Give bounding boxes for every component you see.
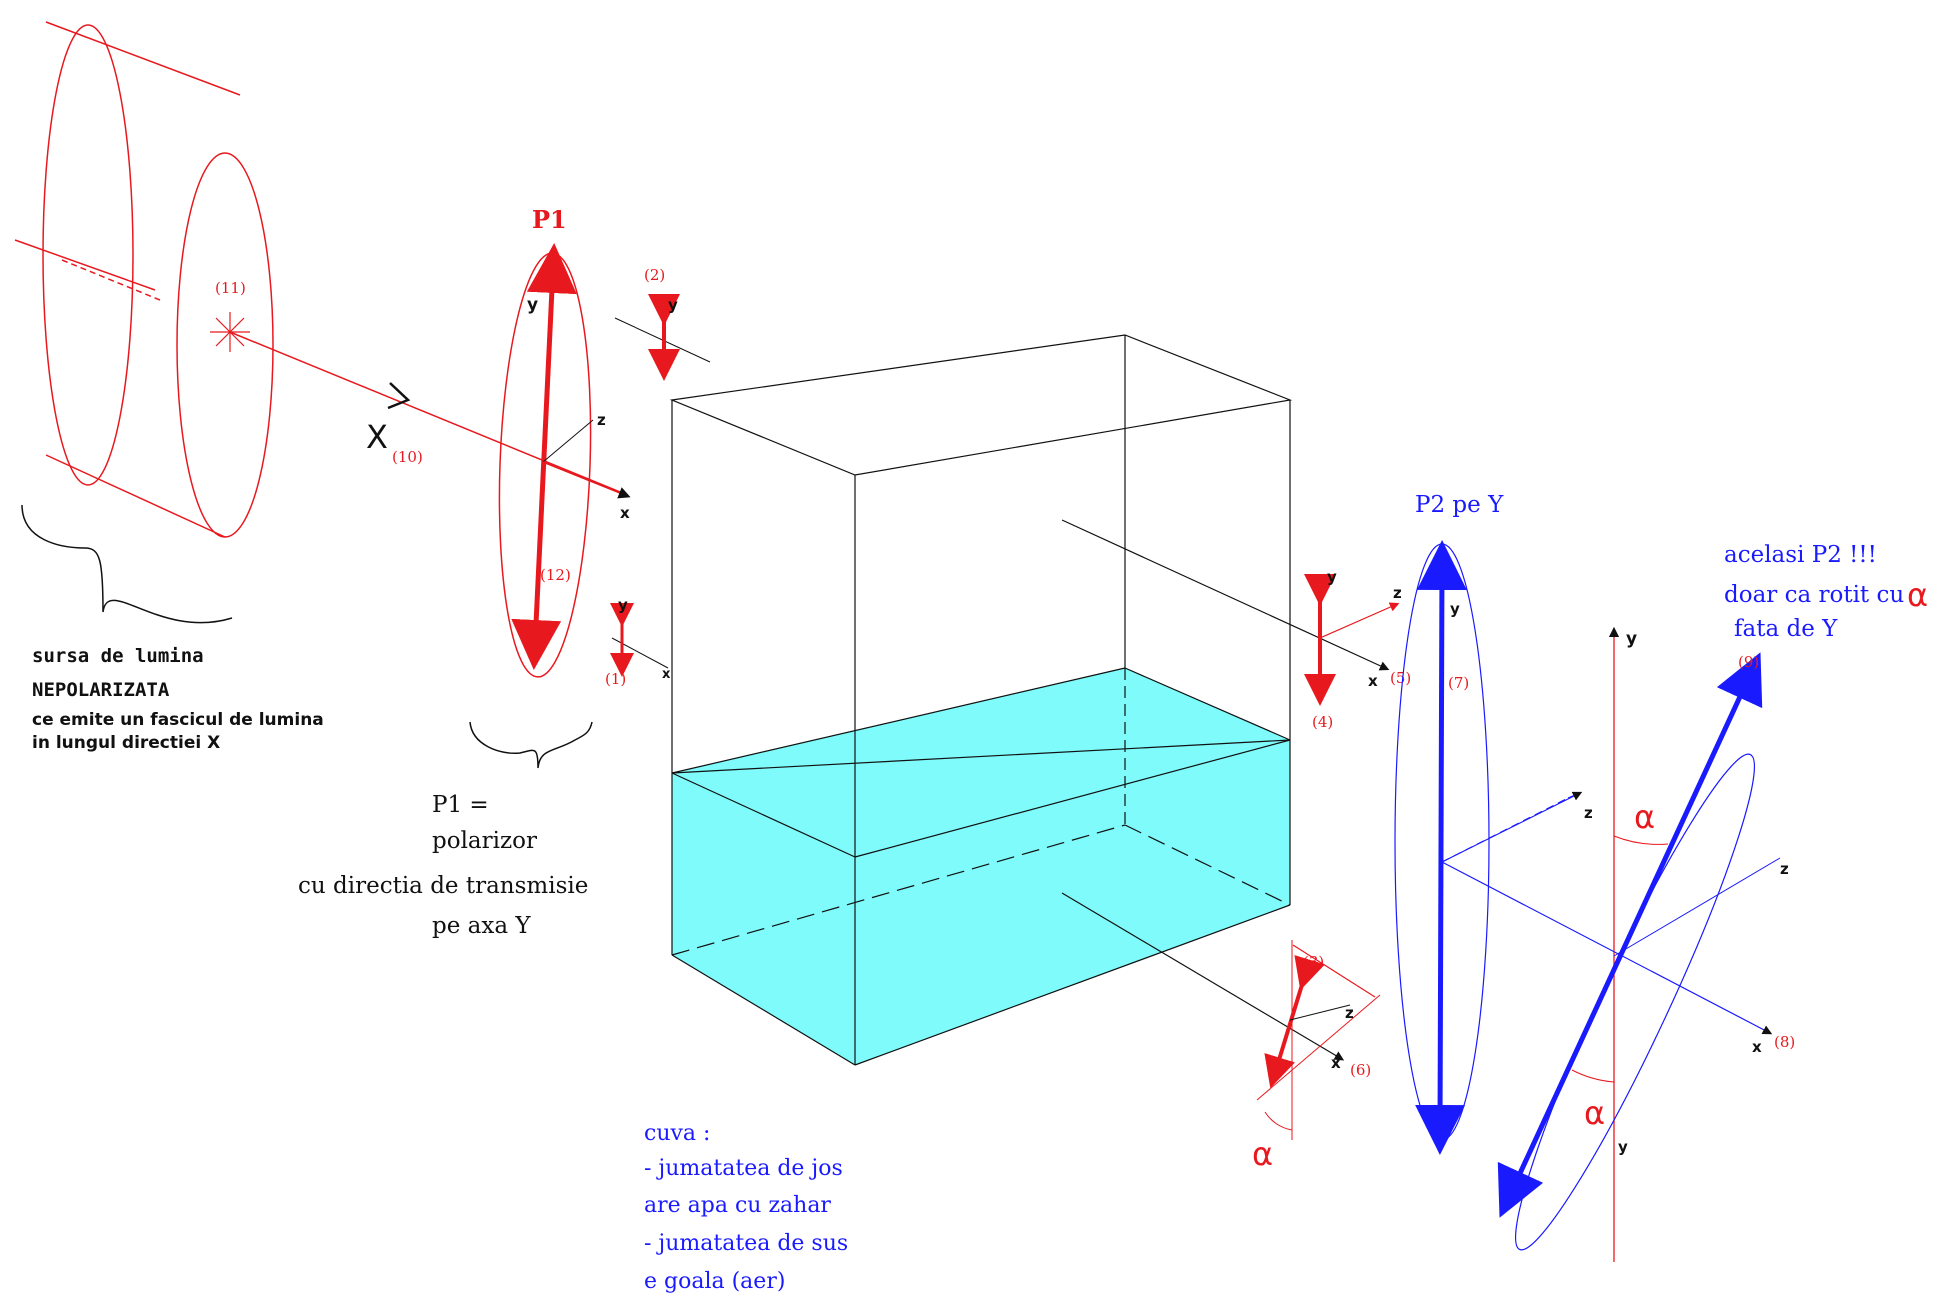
same-p2-line1: acelasi P2 !!! xyxy=(1724,542,1877,568)
p1-z-axis xyxy=(542,419,594,463)
p2-transmission-axis-arrow xyxy=(1415,540,1467,1155)
marker-3-arrow xyxy=(1264,955,1325,1089)
light-source-cylinder xyxy=(14,21,274,538)
cylinder-axis-line xyxy=(14,239,156,291)
marker-4: (4) xyxy=(1312,713,1333,731)
p1-transmission-axis-arrow xyxy=(511,243,577,670)
marker-4-z-axis xyxy=(1319,602,1400,639)
marker-11: (11) xyxy=(215,279,246,297)
marker-3: (3) xyxy=(1303,953,1324,971)
source-label-line1: sursa de lumina xyxy=(32,645,204,667)
p1-desc-line4: pe axa Y xyxy=(432,913,531,939)
alpha-label-lower: α xyxy=(1584,1094,1605,1132)
cuvette-desc-line2: - jumatatea de jos xyxy=(644,1156,843,1181)
marker-6-x-label: x xyxy=(1331,1054,1341,1072)
cylinder-bottom-edge xyxy=(45,454,226,538)
alpha-label-title: α xyxy=(1907,576,1928,614)
marker-2-y-label: y xyxy=(668,296,678,314)
rotated-p2-z-axis xyxy=(1613,857,1781,957)
marker-1-y-label: y xyxy=(618,596,628,614)
marker-2: (2) xyxy=(644,266,665,284)
p1-x-axis xyxy=(542,461,631,499)
rotated-p2-transmission-arrow xyxy=(1497,652,1763,1218)
marker-5-x-label: x xyxy=(1368,672,1378,690)
source-label-line2: NEPOLARIZATA xyxy=(32,679,170,701)
alpha-label-3: α xyxy=(1252,1135,1273,1173)
alpha-label-upper: α xyxy=(1634,798,1655,836)
p2-x-label: x xyxy=(1752,1038,1762,1056)
rotated-p2-z-label: z xyxy=(1780,860,1789,878)
marker-3-reference-line xyxy=(1292,944,1376,998)
p1-x-label: x xyxy=(620,504,630,522)
p1-title: P1 xyxy=(532,205,567,234)
p1-brace xyxy=(469,721,593,769)
same-p2-line2: doar ca rotit cu xyxy=(1724,582,1904,608)
marker-1: (1) xyxy=(605,670,626,688)
lower-angle-arc xyxy=(1571,1069,1615,1083)
marker-1-x-label: x xyxy=(662,667,671,682)
p1-desc-line2: polarizor xyxy=(432,828,537,854)
marker-5: (5) xyxy=(1390,669,1411,687)
p1-y-label: y xyxy=(527,295,538,315)
marker-7: (7) xyxy=(1448,674,1469,692)
source-brace xyxy=(21,504,233,624)
marker-4-y-label: y xyxy=(1327,568,1337,586)
cylinder-front-face xyxy=(176,152,274,538)
cuvette-desc-line5: e goala (aer) xyxy=(644,1269,785,1294)
light-beam xyxy=(229,331,621,493)
water-top-face xyxy=(672,668,1290,857)
source-label-line3: ce emite un fascicul de lumina xyxy=(32,710,324,730)
p2-z-label: z xyxy=(1584,804,1593,822)
p1-z-label: z xyxy=(597,411,606,429)
marker-3-z-label: z xyxy=(1345,1004,1354,1022)
p2-x-axis xyxy=(1441,861,1773,1035)
p1-desc-line1: P1 = xyxy=(432,792,489,818)
marker-6: (6) xyxy=(1350,1061,1371,1079)
marker-8: (8) xyxy=(1774,1033,1795,1051)
cylinder-top-edge xyxy=(45,21,241,96)
rotated-p2-bottom-y-label: y xyxy=(1618,1138,1628,1156)
cuvette-desc-line4: - jumatatea de sus xyxy=(644,1231,848,1256)
cylinder-back-face xyxy=(42,24,134,486)
source-label-line4: in lungul directiei X xyxy=(32,733,220,753)
cuvette-desc-line3: are apa cu zahar xyxy=(644,1193,831,1218)
marker-10: (10) xyxy=(392,448,423,466)
marker-4-z-label: z xyxy=(1393,584,1402,602)
cuvette-desc-line1: cuva : xyxy=(644,1121,710,1146)
beam-direction-chevron-icon xyxy=(387,382,411,410)
marker-3-rotated-ref xyxy=(1256,994,1381,1101)
marker-9: (9) xyxy=(1738,653,1759,671)
marker-1-axis xyxy=(611,637,669,669)
upper-angle-arc xyxy=(1613,835,1669,845)
p2-y-label: y xyxy=(1450,600,1460,618)
beam-upper-exit xyxy=(1061,519,1390,671)
p1-desc-line3: cu directia de transmisie xyxy=(298,873,588,899)
p2-z-axis xyxy=(1441,791,1583,863)
rotated-p2-top-y-label: y xyxy=(1626,629,1637,649)
cylinder-axis-hidden xyxy=(61,259,161,301)
p2-title: P2 pe Y xyxy=(1415,492,1504,518)
same-p2-line3: fata de Y xyxy=(1734,616,1838,642)
cuvette-top-face xyxy=(669,334,1293,476)
cuvette-box xyxy=(669,334,1293,1066)
big-x-axis-label: X xyxy=(366,418,388,456)
water-side-face xyxy=(855,740,1290,1065)
marker-12: (12) xyxy=(540,566,571,584)
marker-3-angle-arc xyxy=(1264,1111,1293,1131)
